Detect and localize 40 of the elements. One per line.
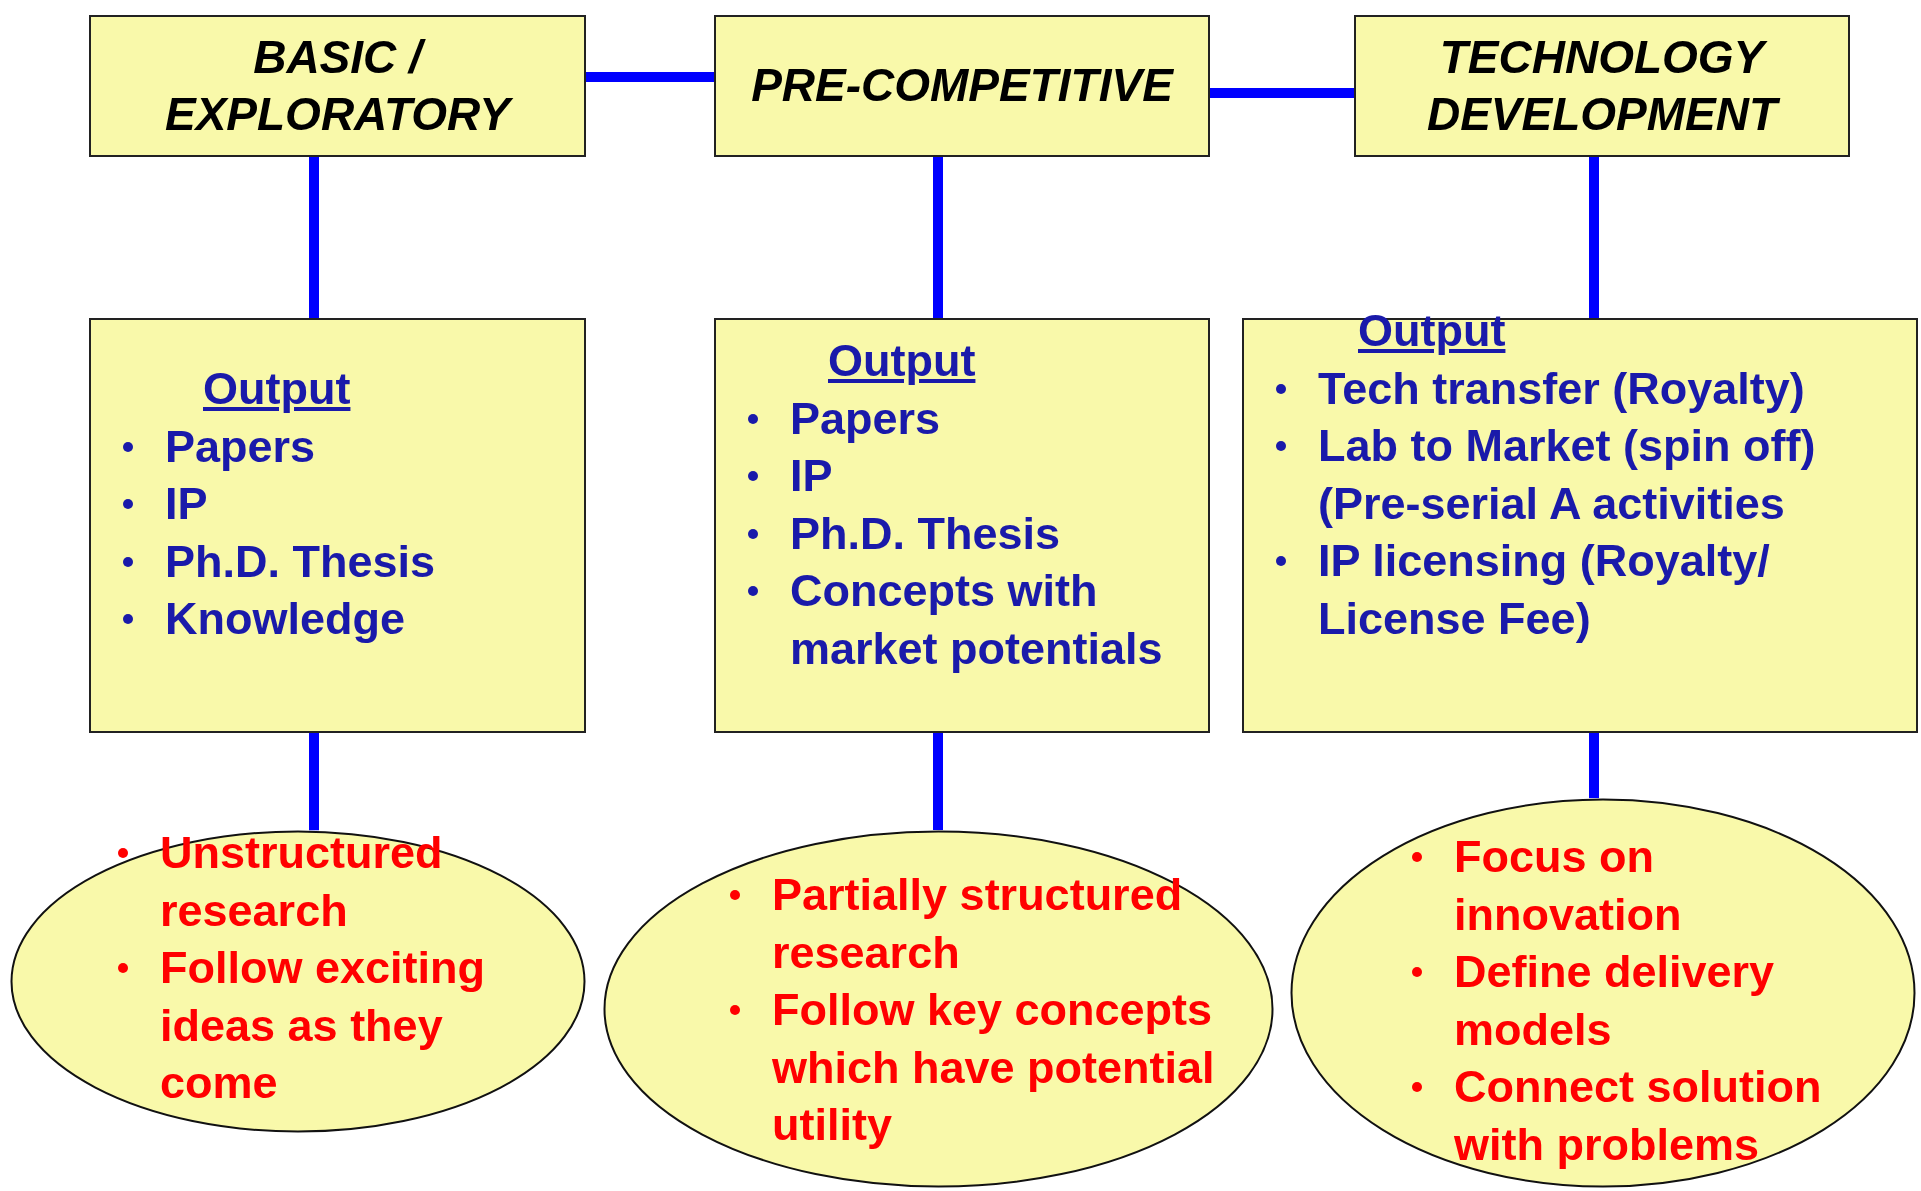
connector-line <box>309 157 319 318</box>
stage-box <box>714 15 1210 157</box>
bullet-item: Define delivery models <box>1454 946 1775 1055</box>
bullet-item: Partially structured research <box>772 869 1183 978</box>
approach-ellipse <box>1290 798 1916 1188</box>
stage-title: BASIC / EXPLORATORY <box>163 29 514 142</box>
stage-box <box>1354 15 1850 157</box>
bullet-item: Ph.D. Thesis <box>790 507 1061 559</box>
bullet-item: Knowledge <box>165 593 405 644</box>
connector-line <box>586 72 714 82</box>
bullet-item: IP licensing (Royalty/ License Fee) <box>1318 535 1770 644</box>
stage-title: TECHNOLOGY DEVELOPMENT <box>1376 28 1828 144</box>
bullet-item: Papers <box>790 392 941 444</box>
output-heading: Output <box>828 334 976 388</box>
output-box <box>714 318 1210 733</box>
connector-line <box>1589 733 1599 799</box>
output-box <box>89 318 586 733</box>
bullet-item: Connect solution with problems <box>1454 1061 1822 1170</box>
output-heading: Output <box>1358 304 1506 358</box>
bullet-item: IP <box>165 478 208 529</box>
connector-line <box>1210 88 1354 98</box>
bullet-item: Unstructured research <box>160 827 443 936</box>
connector-line <box>933 733 943 830</box>
bullet-item: Tech transfer (Royalty) <box>1318 362 1805 414</box>
output-heading: Output <box>203 362 351 416</box>
bullet-item: Concepts with market potentials <box>790 565 1163 674</box>
connector-line <box>933 157 943 318</box>
bullet-item: Follow exciting ideas as they come <box>160 942 486 1108</box>
connector-line <box>1589 157 1599 318</box>
connector-line <box>309 733 319 831</box>
approach-ellipse <box>10 830 586 1133</box>
bullet-item: Focus on innovation <box>1454 831 1682 940</box>
bullet-item: Lab to Market (spin off) (Pre-serial A activities <box>1318 420 1816 529</box>
bullet-item: IP <box>790 450 833 501</box>
stage-box <box>89 15 586 157</box>
approach-ellipse <box>603 830 1274 1188</box>
bullet-item: Papers <box>165 420 316 472</box>
stage-title: PRE-COMPETITIVE <box>751 58 1173 114</box>
bullet-item: Follow key concepts which have potential utility <box>772 984 1215 1150</box>
bullet-item: Ph.D. Thesis <box>165 535 436 587</box>
